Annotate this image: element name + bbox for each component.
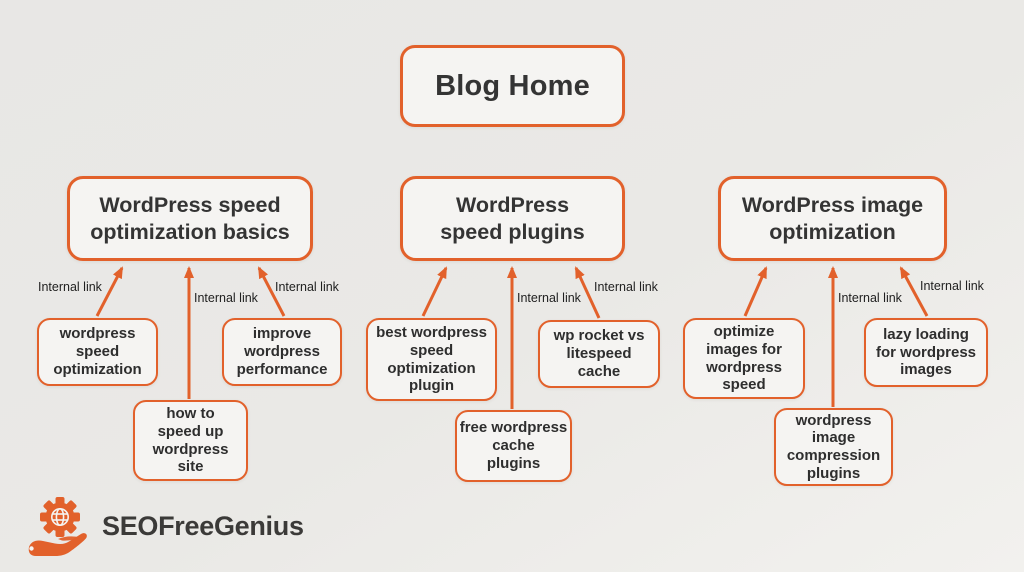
brand-name: SEOFreeGenius (102, 510, 304, 541)
keyword-label: free wordpress cache plugins (459, 419, 568, 472)
internal-link-arrow (421, 266, 448, 317)
category-label: WordPress image optimization (741, 193, 924, 244)
keyword-node-improve-wordpress-performance: improve wordpress performance (222, 318, 342, 386)
keyword-label: wp rocket vs litespeed cache (553, 327, 645, 380)
internal-link-label: Internal link (194, 291, 258, 305)
keyword-node-wordpress-image-compression-plugins: wordpress image compression plugins (774, 408, 893, 486)
category-label: WordPress speed plugins (440, 193, 585, 244)
category-node-speed-optimization-basics: WordPress speed optimization basics (67, 176, 313, 261)
blog-home-label: Blog Home (435, 69, 590, 102)
keyword-node-free-wordpress-cache-plugins: free wordpress cache plugins (455, 410, 572, 482)
internal-link-label: Internal link (838, 291, 902, 305)
internal-link-arrow (95, 266, 124, 317)
keyword-node-wp-rocket-vs-litespeed-cache: wp rocket vs litespeed cache (538, 320, 660, 388)
internal-link-arrow (743, 266, 768, 317)
internal-link-arrow (574, 266, 601, 319)
keyword-label: optimize images for wordpress speed (706, 323, 782, 394)
internal-link-label: Internal link (38, 280, 102, 294)
blog-home-node: Blog Home (400, 45, 625, 127)
keyword-node-how-to-speed-up-wordpress-site: how to speed up wordpress site (133, 400, 248, 481)
keyword-node-wordpress-speed-optimization: wordpress speed optimization (37, 318, 158, 386)
keyword-node-lazy-loading-for-wordpress-images: lazy loading for wordpress images (864, 318, 988, 387)
internal-link-arrow (899, 266, 929, 317)
category-label: WordPress speed optimization basics (90, 193, 290, 244)
keyword-label: improve wordpress performance (236, 325, 328, 378)
category-node-speed-plugins: WordPress speed plugins (400, 176, 625, 261)
keyword-node-best-wordpress-speed-optimization-plugin: best wordpress speed optimization plugin (366, 318, 497, 401)
internal-link-arrow (257, 266, 286, 317)
keyword-label: wordpress speed optimization (53, 325, 142, 378)
keyword-label: best wordpress speed optimization plugin (376, 324, 487, 395)
keyword-label: lazy loading for wordpress images (875, 325, 977, 379)
internal-link-label: Internal link (517, 291, 581, 305)
keyword-node-optimize-images-for-wordpress-speed: optimize images for wordpress speed (683, 318, 805, 399)
gear-globe-hand-icon (28, 497, 87, 556)
internal-link-label: Internal link (920, 279, 984, 293)
keyword-label: wordpress image compression plugins (786, 411, 881, 482)
keyword-label: how to speed up wordpress site (152, 405, 229, 476)
brand-logo: SEOFreeGenius (24, 496, 304, 564)
internal-link-label: Internal link (594, 280, 658, 294)
category-node-image-optimization: WordPress image optimization (718, 176, 947, 261)
internal-link-label: Internal link (275, 280, 339, 294)
